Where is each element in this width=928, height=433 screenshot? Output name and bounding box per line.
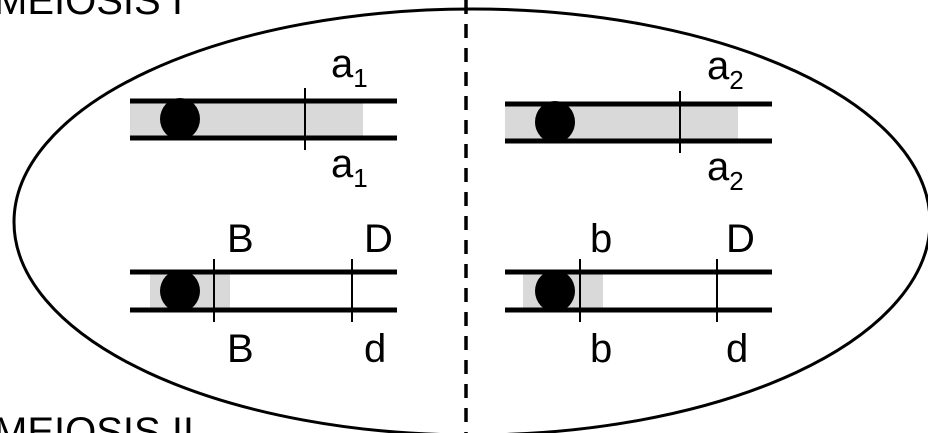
centromere bbox=[160, 98, 200, 140]
chromosome-bd-right: b D b d bbox=[505, 217, 772, 371]
allele-label-d-bottom: d bbox=[726, 327, 748, 371]
allele-label-b-top: B bbox=[227, 217, 254, 261]
allele-label-b-top: b bbox=[590, 217, 612, 261]
allele-label-b-bottom: B bbox=[227, 327, 254, 371]
cell-outline bbox=[12, 7, 928, 433]
allele-label-d-top: D bbox=[726, 217, 755, 261]
allele-label-d-top: D bbox=[364, 217, 393, 261]
chromosome-a-left: a1 a1 bbox=[130, 42, 397, 193]
centromere bbox=[535, 270, 575, 312]
allele-label-a2-bottom: a2 bbox=[707, 145, 744, 196]
chromosome-bd-left: B D B d bbox=[130, 217, 397, 371]
centromere bbox=[160, 270, 200, 312]
allele-label-d-bottom: d bbox=[364, 327, 386, 371]
chromosome-a-right: a2 a2 bbox=[505, 44, 772, 196]
allele-label-a1-top: a1 bbox=[331, 42, 368, 93]
centromere bbox=[535, 101, 575, 143]
allele-label-a1-bottom: a1 bbox=[331, 142, 368, 193]
meiosis-i-label: MEIOSIS I bbox=[0, 0, 183, 23]
meiosis-ii-label: MEIOSIS II bbox=[0, 410, 194, 433]
allele-label-b-bottom: b bbox=[590, 327, 612, 371]
allele-label-a2-top: a2 bbox=[707, 44, 744, 95]
